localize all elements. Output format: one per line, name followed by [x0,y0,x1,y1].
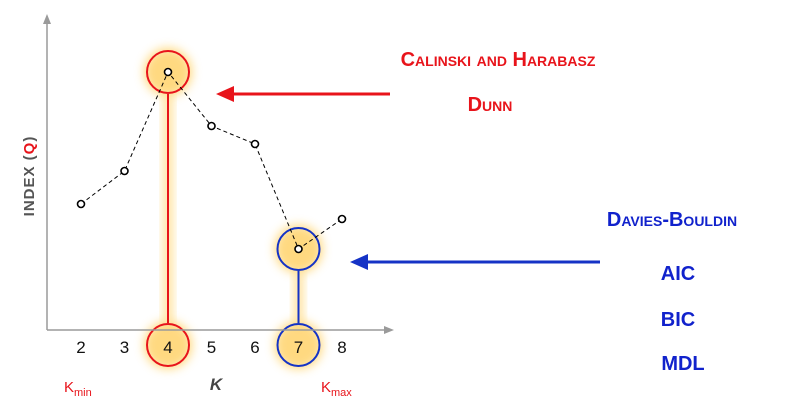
tick-label-k7: 7 [294,338,303,357]
min-highlight-point-circle [276,227,321,271]
data-point-k6 [250,139,260,149]
label-calinski-harabasz: Calinski and Harabasz [401,49,596,71]
min-highlight-tick-glow [274,321,323,369]
max-highlight-tick-glow [144,321,192,369]
kmax-subscript: max [331,387,352,399]
data-point-k7 [294,244,303,254]
tick-label-k6: 6 [250,338,259,357]
tick-label-k3: 3 [120,338,129,357]
max-highlight-point-circle [146,50,190,94]
y-axis-title-prefix: INDEX ( [21,154,38,216]
x-axis-title: K [210,375,224,394]
y-axis-title-suffix: ) [21,136,38,142]
axes [43,14,394,334]
label-aic: AIC [661,263,695,285]
index-series [76,67,347,254]
min-highlight-tick-circle [276,323,321,367]
label-dunn: Dunn [468,94,513,116]
label-mdl: MDL [661,353,704,375]
tick-label-k5: 5 [207,338,216,357]
data-point-k2 [76,199,86,209]
kmax-base: K [321,379,331,396]
label-bic: BIC [661,309,695,331]
data-point-k5 [207,121,216,131]
data-point-k8 [337,214,347,224]
max-arrow [216,86,390,102]
x-axis-arrow [384,326,394,334]
kmin-subscript: min [74,387,92,399]
label-davies-bouldin: Davies-Bouldin [607,209,737,231]
kmin-label: Kmin [64,379,92,399]
tick-label-k2: 2 [76,338,85,357]
y-axis-title-symbol: Q [21,142,38,155]
series-line [80,71,343,250]
data-point-k3 [120,166,129,176]
data-point-k4 [163,67,173,77]
max-highlight-tick-circle [146,323,190,367]
y-axis-arrow [43,14,51,24]
y-axis-title: INDEX (Q) [21,136,38,217]
tick-label-k8: 8 [337,338,346,357]
x-tick-labels: 2 3 4 5 6 7 8 [76,338,346,357]
kmax-label: Kmax [321,379,352,399]
min-arrow [350,254,600,270]
tick-label-k4: 4 [163,338,172,357]
kmin-base: K [64,379,74,396]
